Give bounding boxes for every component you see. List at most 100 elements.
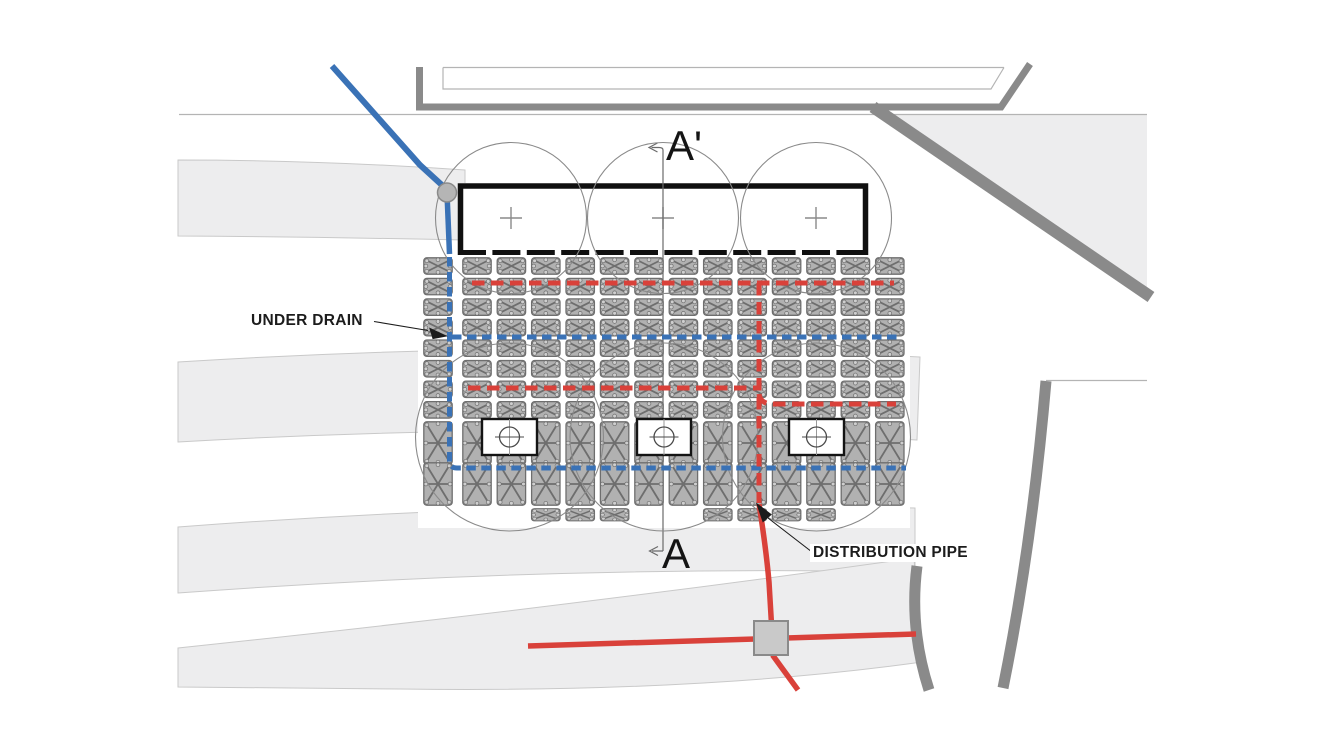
storage-crate bbox=[771, 256, 802, 276]
storage-crate bbox=[496, 400, 527, 419]
storage-crate bbox=[461, 400, 493, 419]
storage-crate bbox=[599, 297, 630, 317]
storage-crate bbox=[805, 297, 837, 317]
storage-crate bbox=[668, 256, 699, 276]
storage-crate bbox=[737, 420, 768, 466]
storage-crate bbox=[702, 359, 733, 378]
storage-crate bbox=[840, 359, 871, 378]
road-outer-kerb bbox=[997, 380, 1052, 690]
storage-crate bbox=[530, 297, 561, 317]
road-inner-kerb bbox=[909, 565, 935, 692]
under-drain-leader bbox=[373, 320, 429, 332]
storage-crate bbox=[530, 339, 561, 358]
under-drain-leader-arrow bbox=[429, 327, 448, 340]
storage-crate bbox=[530, 318, 561, 337]
inspection-chambers bbox=[480, 417, 846, 457]
storage-crate bbox=[496, 339, 527, 358]
storage-crate bbox=[565, 256, 596, 276]
storage-crate bbox=[874, 256, 905, 276]
storage-crate bbox=[771, 297, 802, 317]
storage-crate bbox=[633, 339, 665, 358]
section-marker-bottom-label: A bbox=[662, 530, 691, 577]
storage-crate bbox=[874, 297, 905, 317]
storage-crate bbox=[702, 318, 733, 337]
junction-box bbox=[753, 620, 789, 656]
storage-crate bbox=[805, 318, 837, 337]
storage-crate bbox=[805, 359, 837, 378]
storage-crate bbox=[530, 359, 561, 378]
storage-crate bbox=[840, 256, 871, 276]
storage-crate bbox=[702, 256, 733, 276]
storage-crate bbox=[599, 339, 630, 358]
storage-crate bbox=[805, 339, 837, 358]
storage-crate bbox=[874, 420, 905, 466]
storage-crate bbox=[599, 400, 630, 419]
storage-crate bbox=[633, 359, 665, 378]
storage-crate bbox=[565, 339, 596, 358]
storage-crate bbox=[496, 297, 527, 317]
storage-crate bbox=[771, 507, 802, 522]
storage-crate bbox=[565, 297, 596, 317]
storage-crate bbox=[840, 297, 871, 317]
section-arrow-top bbox=[647, 142, 664, 153]
storage-crate bbox=[565, 400, 596, 419]
distribution-pipe-leader-arrow bbox=[755, 502, 772, 523]
storage-crate bbox=[874, 380, 905, 399]
storage-crate bbox=[461, 318, 493, 337]
storage-crate bbox=[840, 380, 871, 399]
storage-crate bbox=[874, 318, 905, 337]
building-outline bbox=[416, 62, 1033, 111]
terrace-band bbox=[177, 159, 466, 241]
storage-crate bbox=[737, 318, 768, 337]
storage-crate bbox=[633, 256, 665, 276]
storage-crate bbox=[874, 359, 905, 378]
storage-crate bbox=[874, 339, 905, 358]
storage-crate bbox=[633, 400, 665, 419]
inspection-chamber bbox=[787, 417, 846, 457]
leader-lines bbox=[373, 320, 813, 553]
storage-crate bbox=[840, 318, 871, 337]
storage-crate bbox=[565, 507, 596, 522]
storage-crate bbox=[805, 256, 837, 276]
storage-crate bbox=[461, 339, 493, 358]
inspection-chamber bbox=[635, 417, 693, 457]
storage-crate bbox=[771, 359, 802, 378]
storage-crate bbox=[668, 318, 699, 337]
storage-crate bbox=[702, 400, 733, 419]
distribution-pipe-label: DISTRIBUTION PIPE bbox=[810, 544, 971, 562]
storage-crate bbox=[496, 359, 527, 378]
distribution-pipe-leader bbox=[767, 517, 813, 553]
storage-crate bbox=[668, 297, 699, 317]
storage-crate bbox=[461, 359, 493, 378]
inlet-node bbox=[436, 182, 458, 203]
under-drain-label: UNDER DRAIN bbox=[251, 312, 363, 329]
storage-crate bbox=[771, 380, 802, 399]
storage-crate bbox=[737, 339, 768, 358]
storage-crate bbox=[565, 318, 596, 337]
storage-crate bbox=[633, 297, 665, 317]
storage-crate bbox=[599, 359, 630, 378]
diagonal-path bbox=[869, 102, 1155, 302]
storage-crate bbox=[496, 318, 527, 337]
storage-crate bbox=[496, 256, 527, 276]
storage-crate bbox=[702, 297, 733, 317]
storage-crate bbox=[702, 420, 733, 466]
terrace-band bbox=[177, 557, 923, 690]
storage-crate bbox=[840, 339, 871, 358]
storage-crate bbox=[840, 420, 871, 466]
storage-crate bbox=[461, 297, 493, 317]
supply-main-cross bbox=[527, 631, 917, 649]
storage-crate bbox=[668, 400, 699, 419]
under-drain-main bbox=[447, 257, 906, 471]
storage-crate bbox=[668, 359, 699, 378]
storage-crate bbox=[599, 420, 630, 466]
distribution-branch-lower-right bbox=[756, 393, 896, 407]
storage-crate bbox=[530, 400, 561, 419]
storage-crate bbox=[633, 318, 665, 337]
curved-road bbox=[909, 379, 1147, 692]
inspection-chamber bbox=[480, 417, 539, 457]
storage-crate bbox=[461, 256, 493, 276]
section-arrow-bottom bbox=[648, 545, 663, 557]
